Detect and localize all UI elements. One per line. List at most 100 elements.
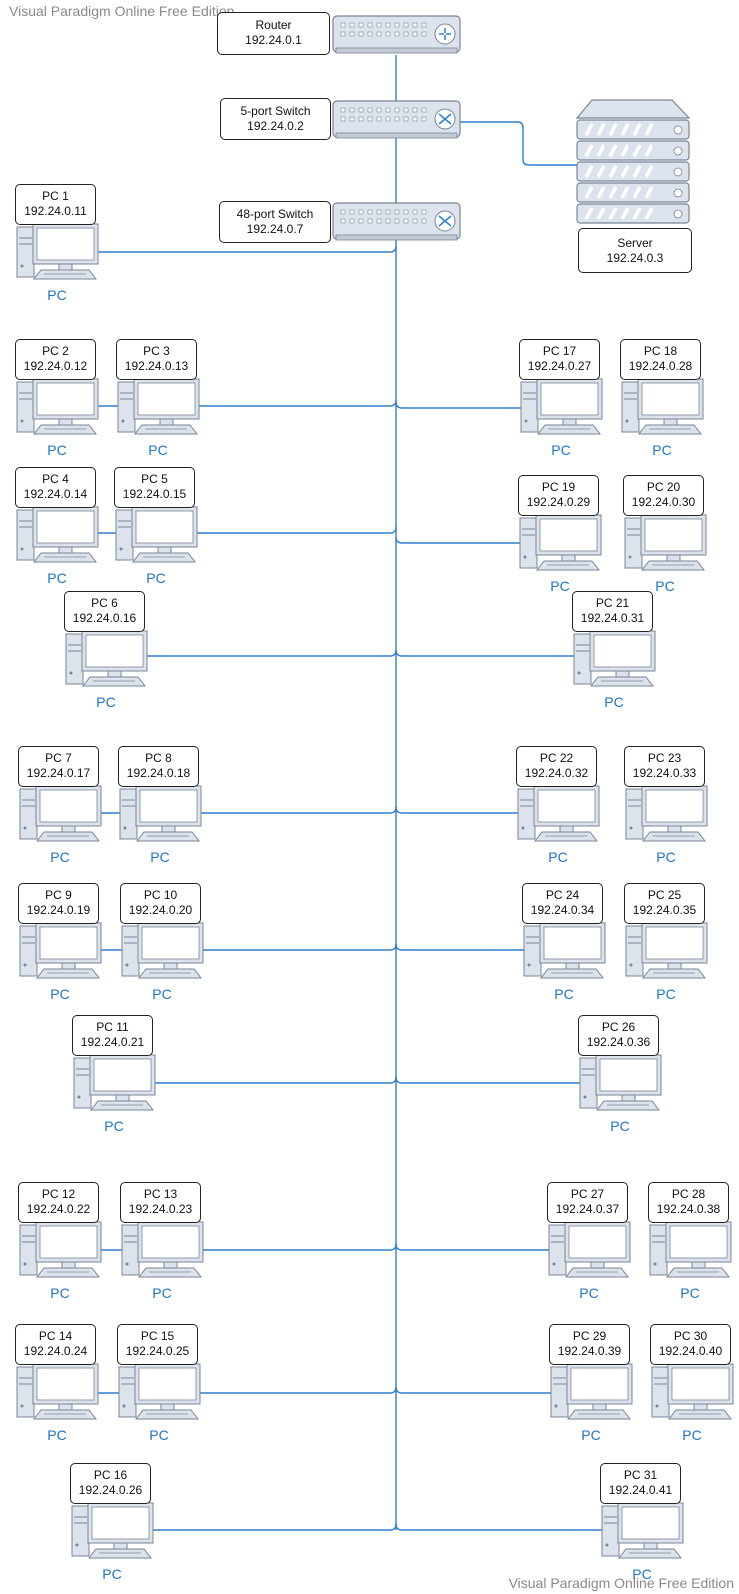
switch-icon[interactable]: [332, 100, 461, 139]
link-row-line: [395, 1523, 602, 1531]
pc-icon[interactable]: [520, 378, 603, 435]
pc-ip: 192.24.0.19: [26, 903, 91, 917]
pc-name: PC 1: [42, 189, 69, 203]
router-name: Router: [255, 18, 292, 32]
pc-icon[interactable]: [624, 514, 707, 571]
pc-ip: 192.24.0.37: [555, 1202, 620, 1216]
pc-icon[interactable]: [548, 1221, 631, 1278]
pc-name: PC 5: [141, 472, 168, 486]
pc-icon[interactable]: [579, 1054, 662, 1111]
pc-name: PC 25: [647, 888, 682, 902]
pc-icon[interactable]: [523, 922, 606, 979]
pc-icon[interactable]: [117, 378, 200, 435]
pc-icon[interactable]: [621, 378, 704, 435]
router-label[interactable]: Router 192.24.0.1: [217, 12, 330, 55]
pc-name: PC 3: [143, 344, 170, 358]
pc-icon[interactable]: [71, 1502, 154, 1559]
pc-name: PC 24: [545, 888, 580, 902]
pc-icon[interactable]: [118, 1363, 201, 1420]
pc-icon[interactable]: [119, 785, 202, 842]
pc-name: PC 13: [143, 1187, 178, 1201]
pc-icon[interactable]: [19, 1221, 102, 1278]
pc-name: PC 9: [45, 888, 72, 902]
pc-caption: PC: [50, 849, 70, 865]
pc-icon[interactable]: [115, 506, 198, 563]
pc-icon[interactable]: [625, 785, 708, 842]
pc-icon[interactable]: [73, 1054, 156, 1111]
pc-icon[interactable]: [519, 514, 602, 571]
watermark-top: Visual Paradigm Online Free Edition: [9, 3, 235, 19]
router-icon[interactable]: [332, 15, 461, 54]
pc-icon[interactable]: [16, 1363, 99, 1420]
server-rack-icon[interactable]: [575, 99, 691, 224]
pc-icon[interactable]: [517, 785, 600, 842]
pc-icon[interactable]: [601, 1502, 684, 1559]
pc-ip: 192.24.0.39: [557, 1344, 622, 1358]
pc-caption: PC: [50, 1285, 70, 1301]
pc-name: PC 18: [643, 344, 678, 358]
switch-icon[interactable]: [332, 202, 461, 241]
link-row-line: [395, 1076, 580, 1084]
pc-icon[interactable]: [573, 630, 656, 687]
pc-caption: PC: [146, 570, 166, 586]
pc-icon[interactable]: [16, 506, 99, 563]
pc-caption: PC: [50, 986, 70, 1002]
pc-icon[interactable]: [16, 223, 99, 280]
switch48-label[interactable]: 48-port Switch 192.24.0.7: [219, 201, 331, 243]
pc-icon[interactable]: [651, 1363, 734, 1420]
pc-icon[interactable]: [19, 922, 102, 979]
pc-icon[interactable]: [121, 1221, 204, 1278]
pc-caption: PC: [102, 1566, 122, 1582]
pc-icon[interactable]: [121, 922, 204, 979]
pc-caption: PC: [47, 1427, 67, 1443]
switch5-label[interactable]: 5-port Switch 192.24.0.2: [220, 98, 331, 140]
pc-icon[interactable]: [625, 922, 708, 979]
pc-icon[interactable]: [16, 378, 99, 435]
pc-ip: 192.24.0.11: [24, 204, 87, 218]
server-label[interactable]: Server 192.24.0.3: [578, 228, 692, 273]
pc-ip: 192.24.0.26: [78, 1483, 143, 1497]
pc-caption: PC: [554, 986, 574, 1002]
pc-icon[interactable]: [649, 1221, 732, 1278]
pc-icon[interactable]: [19, 785, 102, 842]
switch5-ip: 192.24.0.2: [247, 119, 304, 133]
link-row-line: [395, 649, 574, 657]
link-row-line: [395, 943, 524, 951]
pc-icon[interactable]: [550, 1363, 633, 1420]
pc-icon[interactable]: [65, 630, 148, 687]
pc-ip: 192.24.0.28: [628, 359, 693, 373]
pc-ip: 192.24.0.33: [632, 766, 697, 780]
